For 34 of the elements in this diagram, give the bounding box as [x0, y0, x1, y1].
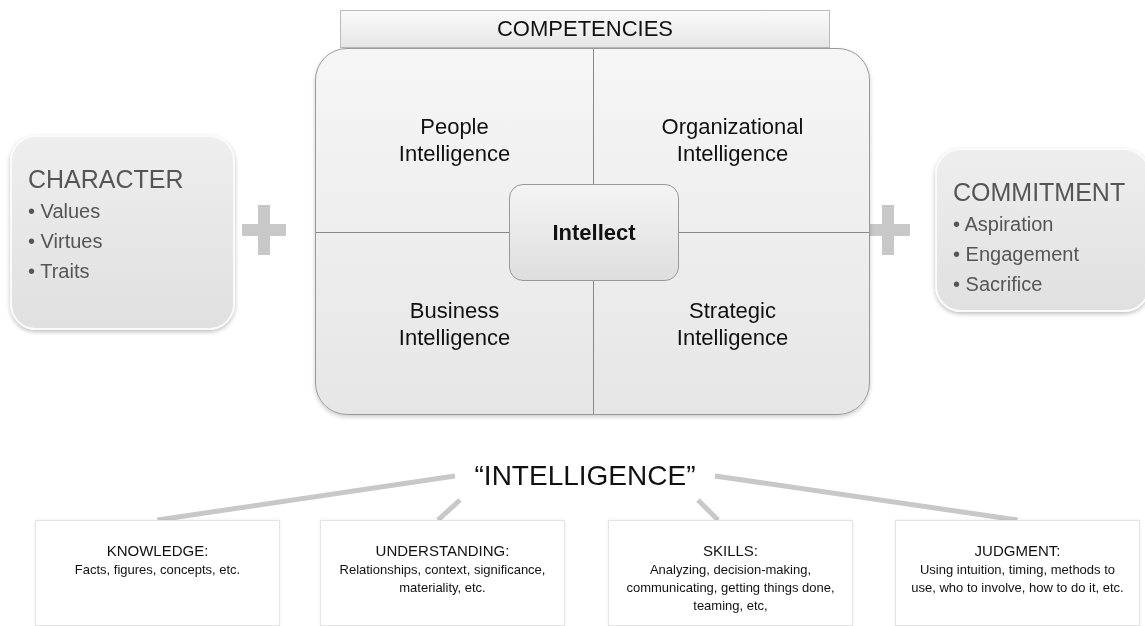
- box-label: Organizational Intelligence: [660, 114, 805, 167]
- definition-box: [320, 520, 565, 626]
- rounded-box: [10, 135, 235, 330]
- box-description: Analyzing, decision-making, communicating, getting things done, teaming, etc,: [625, 560, 836, 615]
- box-description: Facts, figures, concepts, etc.: [73, 560, 242, 579]
- box-heading: SKILLS:: [701, 541, 759, 561]
- box-label: People Intelligence: [397, 114, 512, 167]
- header-band: [340, 10, 830, 48]
- definition-box: [35, 520, 280, 626]
- bullet-item: • Traits: [28, 259, 91, 284]
- definition-box: [895, 520, 1140, 626]
- bullet-item: • Engagement: [953, 242, 1080, 267]
- box-heading: JUDGMENT:: [973, 541, 1062, 561]
- bullet-item: • Aspiration: [953, 212, 1055, 237]
- box-heading: UNDERSTANDING:: [374, 541, 511, 561]
- quadrant-panel: [315, 48, 870, 415]
- box-label: Business Intelligence: [397, 298, 512, 351]
- box-heading: COMMITMENT: [953, 178, 1127, 207]
- box-label: Strategic Intelligence: [675, 298, 790, 351]
- definition-box: [608, 520, 853, 626]
- box-label: Intellect: [552, 219, 636, 246]
- box-heading: CHARACTER: [28, 165, 185, 194]
- connector-line: [696, 498, 720, 522]
- heading-text: “INTELLIGENCE”: [474, 460, 696, 492]
- box-description: Relationships, context, significance, materiality, etc.: [338, 560, 547, 597]
- bullet-item: • Values: [28, 199, 102, 224]
- rounded-box: [935, 148, 1145, 312]
- box-heading: KNOWLEDGE:: [105, 541, 210, 561]
- box-label: COMPETENCIES: [497, 16, 673, 42]
- box-description: Using intuition, timing, methods to use, who to involve, how to do it, etc.: [910, 560, 1125, 597]
- bullet-item: • Sacrifice: [953, 272, 1044, 297]
- connector-line: [436, 498, 462, 522]
- center-box: [509, 184, 679, 281]
- bullet-item: • Virtues: [28, 229, 104, 254]
